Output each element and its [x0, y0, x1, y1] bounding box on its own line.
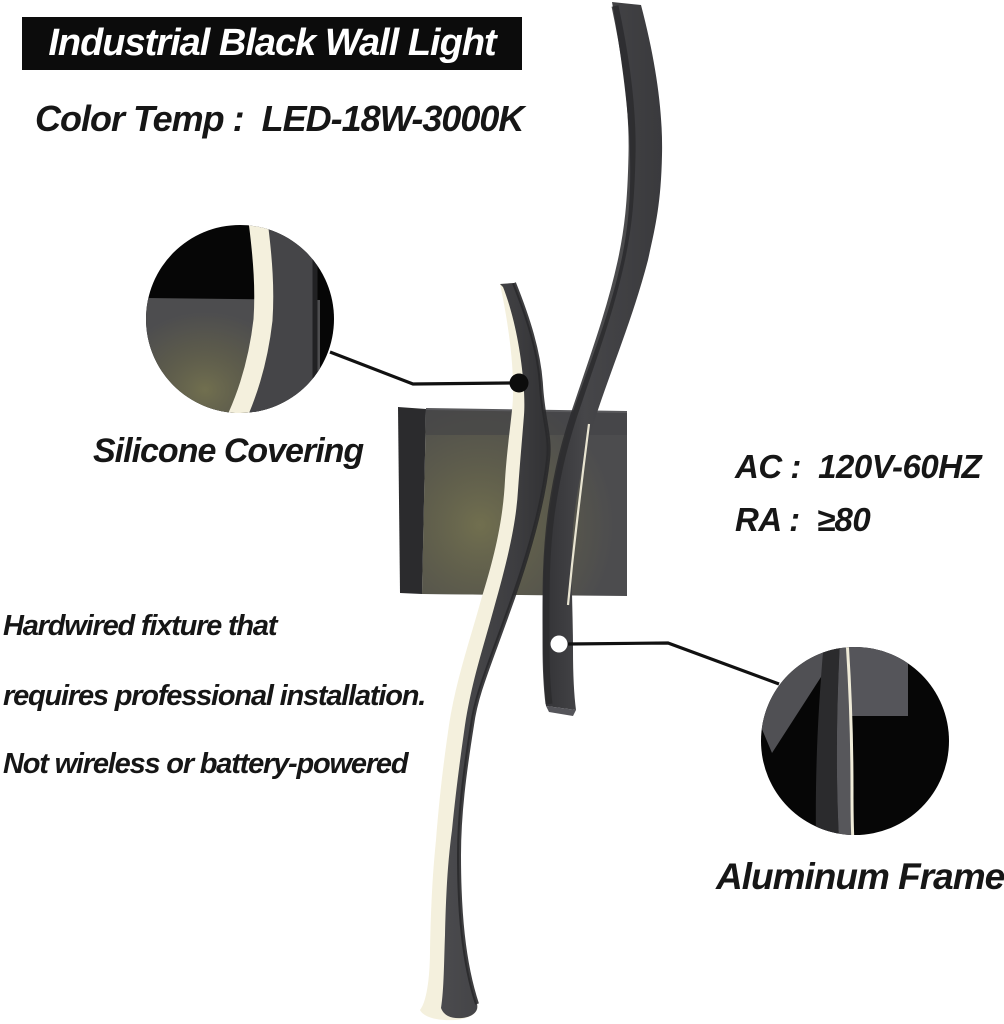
front-arm-body [441, 283, 549, 1019]
detail-bevel-band [761, 647, 841, 753]
install-note-line-2: requires professional installation. [3, 680, 426, 712]
front-light-arm [420, 282, 551, 1021]
rear-arm-left-facet [542, 5, 636, 705]
aluminum-leader [550, 635, 780, 686]
rear-arm-body [542, 2, 663, 710]
silicone-detail-circle [146, 225, 334, 413]
ac-spec: AC : 120V-60HZ [735, 448, 982, 485]
install-note-line-3: Not wireless or battery-powered [3, 748, 409, 780]
detail-frame-face [846, 647, 908, 716]
title-banner: Industrial Black Wall Light [22, 17, 522, 70]
ra-spec: RA : ≥80 [735, 501, 871, 538]
rear-arm-led-line [566, 423, 591, 606]
color-temp-spec: Color Temp : LED-18W-3000K [35, 98, 524, 139]
silicone-leader [329, 350, 529, 393]
detail-arm-face [247, 225, 315, 413]
silicone-marker-dot [509, 373, 529, 393]
detail-arm-dark-side [815, 647, 840, 835]
detail-arm-gray-side [836, 647, 852, 835]
silicone-covering-label: Silicone Covering [93, 432, 364, 470]
detail-led-strip [228, 225, 274, 413]
detail-led-line [845, 647, 855, 835]
front-arm-right-edge [456, 282, 551, 1005]
aluminum-detail-circle [761, 647, 949, 835]
install-note-line-1: Hardwired fixture that [3, 610, 278, 642]
rear-light-arm [542, 2, 663, 716]
aluminum-marker-dot [550, 635, 568, 653]
aluminum-frame-label: Aluminum Frame [716, 856, 1004, 897]
page-title: Industrial Black Wall Light [48, 22, 496, 64]
rear-arm-tip [546, 706, 576, 716]
mounting-box-side [398, 407, 426, 594]
